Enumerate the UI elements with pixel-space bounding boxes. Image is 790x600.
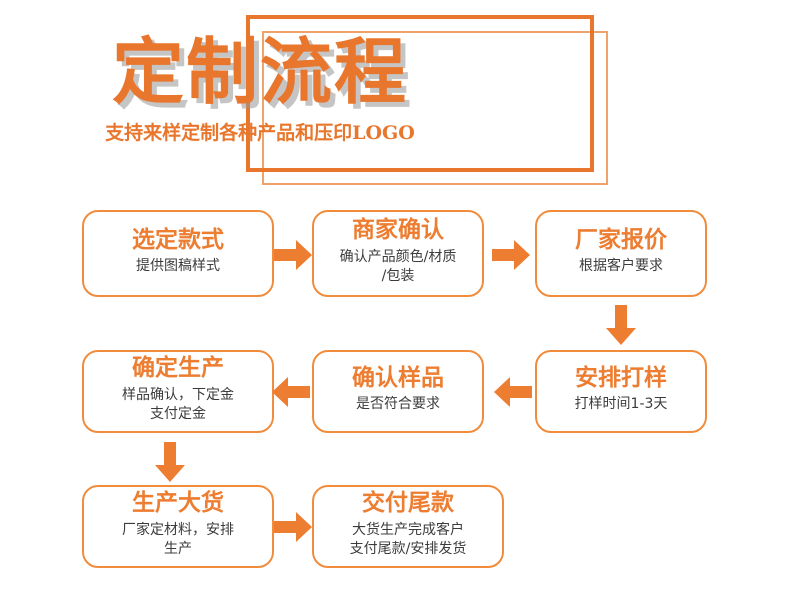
flow-step-1[interactable]: 选定款式 提供图稿样式 <box>82 210 274 297</box>
flow-step-5[interactable]: 确认样品 是否符合要求 <box>312 350 484 433</box>
flow-step-2-desc: 确认产品颜色/材质 /包装 <box>339 248 457 284</box>
flow-step-2-title: 商家确认 <box>352 217 444 244</box>
flow-step-3[interactable]: 厂家报价 根据客户要求 <box>535 210 707 297</box>
flow-step-4-title: 安排打样 <box>575 364 667 391</box>
flow-step-1-title: 选定款式 <box>132 226 224 253</box>
arrow-step5-to-step6-icon <box>272 377 310 407</box>
flow-step-6-desc: 样品确认，下定金 支付定金 <box>122 386 234 422</box>
page-subtitle: 支持来样定制各种产品和压印LOGO <box>105 122 415 144</box>
flow-step-5-desc: 是否符合要求 <box>356 396 440 413</box>
flow-step-1-desc: 提供图稿样式 <box>136 258 220 275</box>
flow-step-8[interactable]: 交付尾款 大货生产完成客户 支付尾款/安排发货 <box>312 485 504 568</box>
flow-step-4-desc: 打样时间1-3天 <box>574 396 668 413</box>
arrow-step4-to-step5-icon <box>494 377 532 407</box>
header-frame-outer <box>246 15 594 172</box>
header-frame-inner <box>262 31 608 185</box>
arrow-step6-to-step7-icon <box>155 442 185 482</box>
flow-step-7[interactable]: 生产大货 厂家定材料，安排 生产 <box>82 485 274 568</box>
flow-step-7-desc: 厂家定材料，安排 生产 <box>122 521 234 557</box>
arrow-step3-to-step4-icon <box>606 305 636 345</box>
page-title: 定制流程 <box>111 30 408 114</box>
flow-step-3-desc: 根据客户要求 <box>579 258 663 275</box>
header-title-block: 定制流程 支持来样定制各种产品和压印LOGO <box>0 36 520 145</box>
flow-step-6[interactable]: 确定生产 样品确认，下定金 支付定金 <box>82 350 274 433</box>
flow-step-6-title: 确定生产 <box>132 355 224 382</box>
flow-step-4[interactable]: 安排打样 打样时间1-3天 <box>535 350 707 433</box>
flow-step-2[interactable]: 商家确认 确认产品颜色/材质 /包装 <box>312 210 484 297</box>
flow-step-7-title: 生产大货 <box>132 490 224 517</box>
flow-step-3-title: 厂家报价 <box>575 226 667 253</box>
arrow-step1-to-step2-icon <box>274 240 312 270</box>
flow-step-5-title: 确认样品 <box>352 364 444 391</box>
flow-step-8-desc: 大货生产完成客户 支付尾款/安排发货 <box>349 521 467 557</box>
flow-step-8-title: 交付尾款 <box>362 490 454 517</box>
arrow-step2-to-step3-icon <box>492 240 530 270</box>
arrow-step7-to-step8-icon <box>274 512 312 542</box>
